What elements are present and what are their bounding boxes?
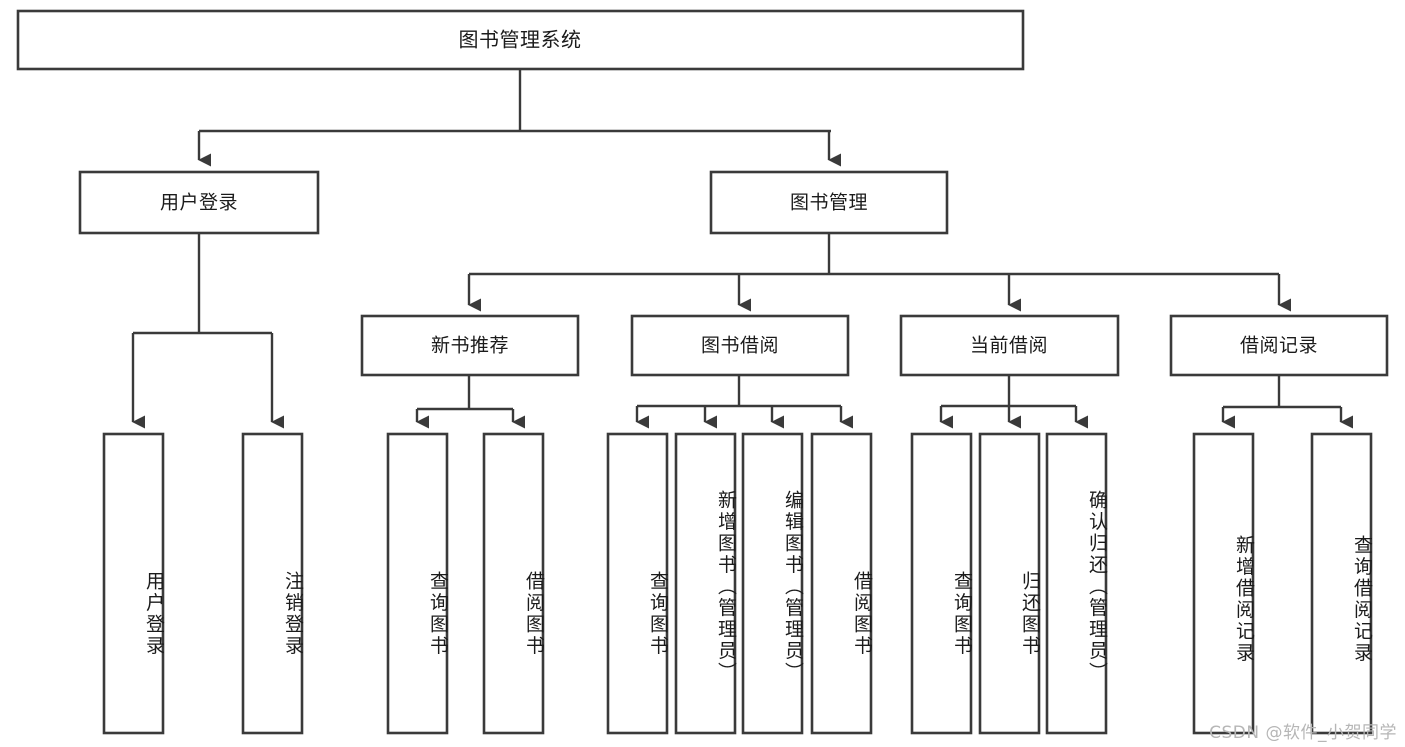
node-book-borrow-label: 图书借阅 [701,335,779,357]
leaf-nodes[interactable] [102,432,1373,735]
node-root[interactable]: 图书管理系统 [16,9,1025,71]
node-new-book-recommend-rect[interactable] [360,314,580,377]
node-leaf-user-login-rect[interactable] [102,432,165,735]
node-leaf-borrow-book-2-rect[interactable] [810,432,873,735]
node-leaf-return-book-rect[interactable] [978,432,1041,735]
node-book-borrow-rect[interactable] [630,314,850,377]
node-leaf-query-book-3-rect[interactable] [910,432,973,735]
node-leaf-logout-rect[interactable] [241,432,304,735]
connectors-root-to-level2 [197,69,842,167]
node-book-manage-label: 图书管理 [790,192,868,214]
connectors-new-book-recommend-to-leaves [415,375,526,429]
node-book-manage-rect[interactable] [709,170,949,235]
node-root-label: 图书管理系统 [459,28,582,52]
connectors-book-manage-to-level3 [467,233,1292,312]
node-root-rect[interactable] [16,9,1025,71]
node-borrow-record[interactable]: 借阅记录 [1169,314,1389,377]
node-book-borrow[interactable]: 图书借阅 [630,314,850,377]
node-leaf-confirm-return-rect[interactable] [1045,432,1108,735]
connectors-borrow-record-to-leaves [1221,375,1354,429]
node-user-login-label: 用户登录 [160,192,238,214]
node-borrow-record-rect[interactable] [1169,314,1389,377]
node-leaf-edit-book-rect[interactable] [741,432,804,735]
connectors-book-borrow-to-leaves [635,375,854,429]
node-new-book-recommend[interactable]: 新书推荐 [360,314,580,377]
node-leaf-query-record-rect[interactable] [1310,432,1373,735]
node-new-book-recommend-label: 新书推荐 [431,335,509,357]
node-leaf-add-record-rect[interactable] [1192,432,1255,735]
node-current-borrow[interactable]: 当前借阅 [899,314,1120,377]
node-borrow-record-label: 借阅记录 [1240,335,1318,357]
node-leaf-query-book-2-rect[interactable] [606,432,669,735]
node-user-login[interactable]: 用户登录 [78,170,320,235]
node-current-borrow-rect[interactable] [899,314,1120,377]
node-leaf-query-book-1-rect[interactable] [386,432,449,735]
connectors-user-login-to-leaves [131,233,285,429]
csdn-watermark: CSDN @软件_小贺同学 [1209,723,1397,743]
node-user-login-rect[interactable] [78,170,320,235]
node-leaf-add-book-rect[interactable] [674,432,737,735]
node-current-borrow-label: 当前借阅 [970,335,1048,357]
node-leaf-borrow-book-1-rect[interactable] [482,432,545,735]
node-book-manage[interactable]: 图书管理 [709,170,949,235]
connectors-current-borrow-to-leaves [939,375,1089,429]
